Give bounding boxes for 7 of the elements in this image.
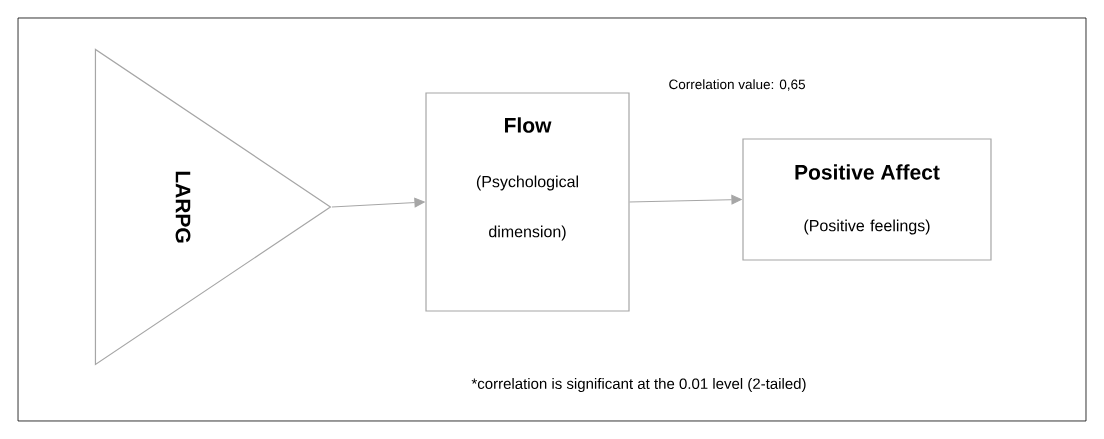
arrow	[629, 194, 742, 205]
triangle: LARPG	[94, 48, 332, 366]
correlation-note: Correlation value: 0,65	[669, 79, 805, 91]
arrow	[331, 197, 425, 208]
footnote: *correlation is significant at the 0.01 level (2-tailed)	[471, 378, 806, 392]
process-box: Flow (Psychological dimension)	[425, 92, 630, 312]
process-box: Positive Affect (Positive feelings)	[742, 138, 992, 261]
